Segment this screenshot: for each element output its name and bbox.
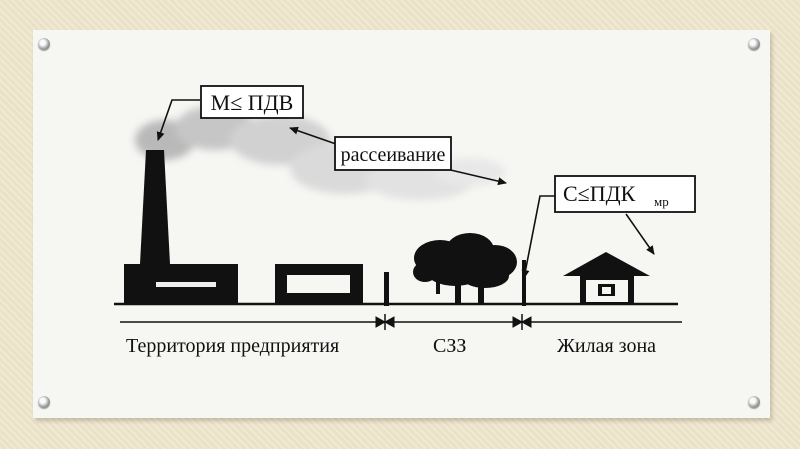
pin-icon-top-right	[748, 38, 760, 50]
dispersion-arrow-left	[289, 126, 337, 145]
concentration-arrow-szz	[521, 195, 556, 279]
boundary-post-szz	[522, 260, 526, 306]
label-dispersion: рассеивание	[334, 136, 452, 171]
dispersion-text: рассеивание	[341, 144, 446, 166]
factory	[124, 150, 238, 304]
factory-window	[156, 282, 216, 287]
pin-icon-top-left	[38, 38, 50, 50]
zone-label-residential: Жилая зона	[557, 335, 656, 357]
zone-label-szz: СЗЗ	[433, 335, 466, 357]
dispersion-arrow-right	[441, 167, 507, 186]
boundary-post-enterprise	[384, 272, 389, 306]
enterprise-building	[275, 264, 363, 304]
pin-icon-bottom-right	[748, 396, 760, 408]
zone-scale	[120, 314, 682, 330]
chimney	[140, 150, 170, 264]
pin-icon-bottom-left	[38, 396, 50, 408]
label-concentration: С≤ПДК мр	[554, 175, 696, 213]
concentration-text: С≤ПДК	[563, 181, 636, 206]
house-icon	[563, 252, 650, 304]
emission-arrow	[156, 99, 200, 141]
zone-label-enterprise: Территория предприятия	[126, 335, 339, 357]
emission-limit-text: М≤ ПДВ	[211, 90, 294, 115]
concentration-subscript: мр	[654, 194, 669, 209]
label-emission-limit: М≤ ПДВ	[200, 85, 304, 119]
leader-lines	[156, 99, 655, 279]
concentration-arrow-house	[625, 213, 655, 255]
trees-icon	[413, 233, 517, 304]
